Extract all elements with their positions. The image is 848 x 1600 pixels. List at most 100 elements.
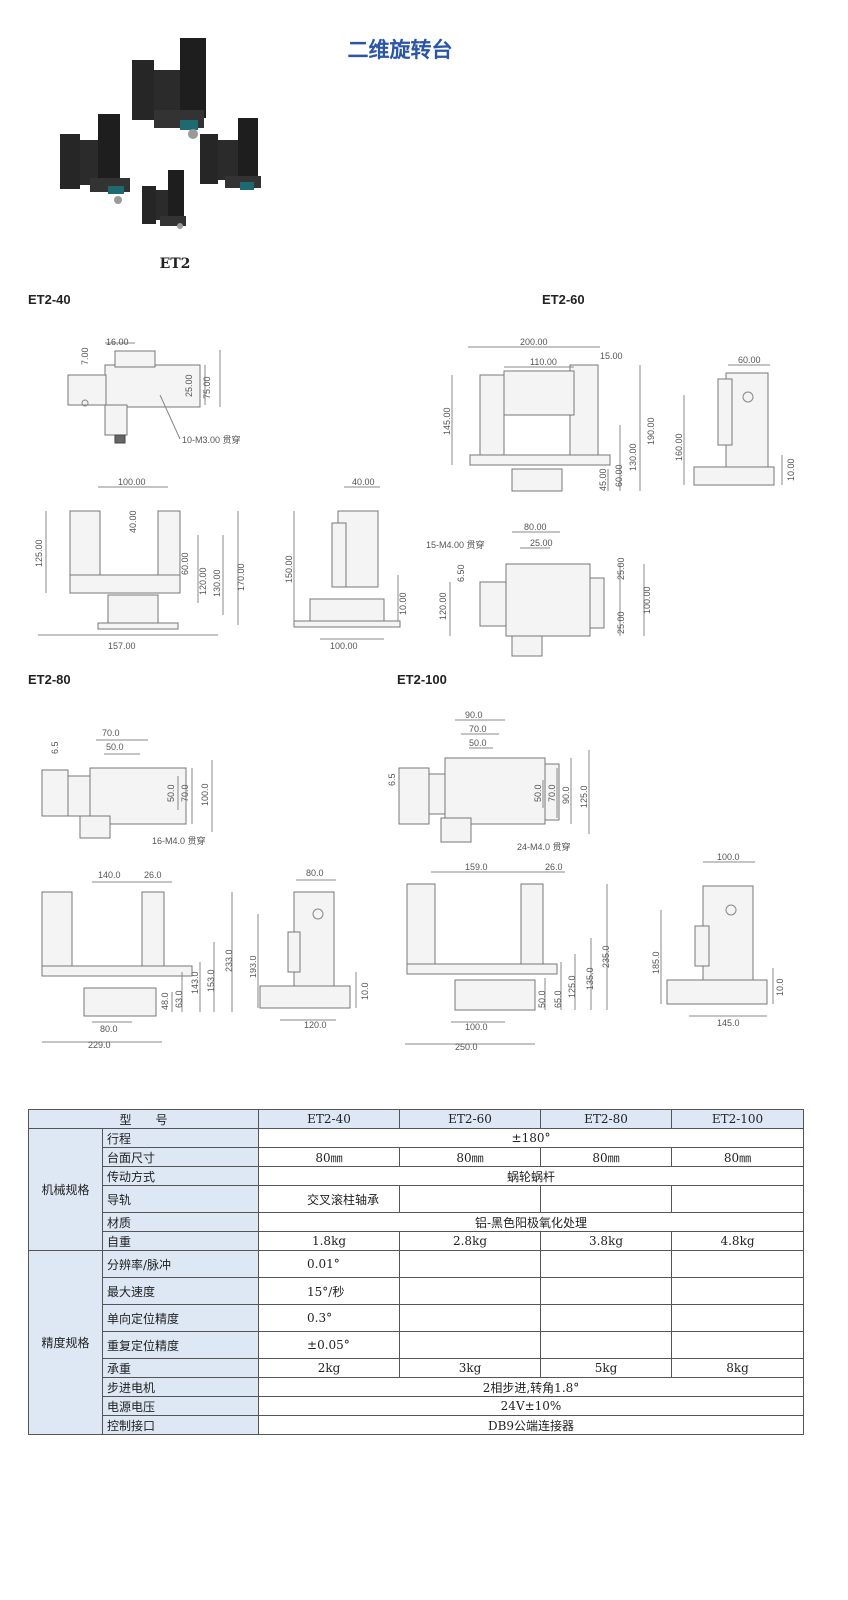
row-label: 控制接口 [101, 1415, 260, 1435]
dim-label: 100.00 [642, 586, 652, 614]
row-label: 材质 [101, 1212, 260, 1232]
table-row: 机械规格 行程 ±180° [28, 1128, 805, 1251]
row-label: 单向定位精度 [101, 1304, 260, 1332]
group-mechanical: 机械规格 [28, 1128, 103, 1251]
page-title: 二维旋转台 [347, 38, 453, 62]
dim-label: 130.00 [212, 569, 222, 597]
cell [540, 1277, 673, 1305]
drawing-et2-40-side: 40.00 150.00 10.00 100.00 [280, 475, 420, 655]
table-row: 材质 铝-黑色阳极氧化处理 [29, 1212, 805, 1232]
group-precision: 精度规格 [28, 1250, 103, 1435]
dim-label: 193.0 [250, 955, 258, 978]
dim-label: 10.00 [398, 592, 408, 615]
dim-label: 125.00 [34, 539, 44, 567]
stage-small [142, 170, 186, 229]
dim-label: 75.00 [202, 376, 212, 399]
dim-label: 135.0 [585, 967, 595, 990]
cell [540, 1185, 673, 1213]
row-label: 导轨 [101, 1185, 260, 1213]
dim-label: 233.0 [224, 949, 234, 972]
dim-label: 70.0 [547, 784, 557, 802]
table-row: 精度规格 分辨率/脉冲 0.01° [28, 1250, 805, 1435]
table-row: 最大速度 15°/秒 [29, 1277, 805, 1305]
dim-label: 120.00 [198, 567, 208, 595]
dim-label: 45.00 [598, 468, 608, 491]
table-row: 台面尺寸 80㎜ 80㎜ 80㎜ 80㎜ [29, 1147, 805, 1167]
dim-label: 235.0 [601, 945, 611, 968]
cell: 80㎜ [540, 1147, 673, 1167]
model-heading-et2-100: ET2-100 [397, 672, 447, 687]
dim-label: 26.0 [144, 870, 162, 880]
dim-label: 16.00 [106, 337, 129, 347]
table-row: 步进电机 2相步进,转角1.8° [29, 1377, 805, 1397]
table-row: 控制接口 DB9公端连接器 [29, 1415, 805, 1435]
row-label: 步进电机 [101, 1377, 260, 1397]
cell: ±0.05° [258, 1331, 401, 1359]
table-row: 重复定位精度 ±0.05° [29, 1331, 805, 1359]
cell: 铝-黑色阳极氧化处理 [258, 1212, 805, 1232]
row-label: 电源电压 [101, 1396, 260, 1416]
dim-label: 143.0 [190, 971, 200, 994]
dim-label: 130.00 [628, 443, 638, 471]
product-label: ET2 [159, 256, 191, 272]
row-label: 承重 [101, 1358, 260, 1378]
cell [540, 1331, 673, 1359]
dim-label: 100.00 [330, 641, 358, 651]
header-et2-100: ET2-100 [671, 1109, 805, 1129]
cell: ±180° [258, 1128, 805, 1148]
stage-right [200, 118, 261, 190]
drawing-et2-80-front: 140.0 26.0 233.0 153.0 143.0 63.0 48.0 8… [32, 862, 252, 1052]
cell [399, 1277, 542, 1305]
dim-label: 10.0 [360, 982, 370, 1000]
cell [399, 1185, 542, 1213]
dim-label: 90.0 [561, 786, 571, 804]
header-model: 型 号 [27, 1109, 260, 1129]
cell: 2kg [258, 1358, 401, 1378]
cell: 4.8kg [671, 1231, 805, 1251]
dim-label: 25.00 [184, 374, 194, 397]
dim-label: 26.0 [545, 862, 563, 872]
table-row: 导轨 交叉滚柱轴承 [29, 1185, 805, 1213]
dim-label: 120.00 [438, 592, 448, 620]
dim-label: 145.0 [717, 1018, 740, 1028]
dim-label: 110.00 [530, 357, 557, 367]
dim-note: 24-M4.0 贯穿 [517, 841, 571, 852]
dim-label: 15.00 [600, 351, 623, 361]
spec-table: 型 号 ET2-40 ET2-60 ET2-80 ET2-100 机械规格 行程… [27, 1109, 805, 1435]
stage-left [60, 114, 130, 204]
header-et2-60: ET2-60 [399, 1109, 542, 1129]
cell [399, 1250, 542, 1278]
dim-label: 250.0 [455, 1042, 478, 1052]
cell: 蜗轮蜗杆 [258, 1166, 805, 1186]
model-heading-et2-60: ET2-60 [542, 292, 585, 307]
row-label: 台面尺寸 [101, 1147, 260, 1167]
table-row: 承重 2kg 3kg 5kg 8kg [29, 1358, 805, 1378]
dim-label: 125.0 [567, 975, 577, 998]
dim-label: 159.0 [465, 862, 488, 872]
cell: 1.8kg [258, 1231, 401, 1251]
dim-label: 160.00 [674, 433, 684, 461]
cell [399, 1304, 542, 1332]
table-row: 电源电压 24V±10% [29, 1396, 805, 1416]
dim-label: 200.00 [520, 337, 548, 347]
drawing-et2-100-top: 90.0 70.0 50.0 6.5 50.0 70.0 90.0 125.0 … [385, 710, 605, 855]
drawing-et2-60-side: 60.00 160.00 10.00 [670, 345, 810, 505]
dim-label: 145.00 [442, 407, 452, 435]
cell: 5kg [540, 1358, 673, 1378]
cell [540, 1250, 673, 1278]
cell: 80㎜ [671, 1147, 805, 1167]
dim-label: 50.0 [106, 742, 124, 752]
dim-label: 153.0 [206, 969, 216, 992]
cell: 24V±10% [258, 1396, 805, 1416]
dim-label: 60.00 [738, 355, 761, 365]
drawing-et2-60-top: 80.00 25.00 6.50 120.00 25.00 100.00 25.… [420, 520, 660, 660]
dim-label: 10.00 [786, 458, 796, 481]
cell [671, 1185, 805, 1213]
drawing-et2-100-front: 159.0 26.0 235.0 135.0 125.0 65.0 50.0 1… [395, 858, 625, 1053]
table-header-row: 型 号 ET2-40 ET2-60 ET2-80 ET2-100 [27, 1109, 805, 1129]
drawing-et2-100-side: 100.0 185.0 10.0 145.0 [645, 850, 795, 1035]
dim-label: 50.0 [533, 784, 543, 802]
row-label: 最大速度 [101, 1277, 260, 1305]
dim-label: 150.00 [284, 555, 294, 583]
dim-label: 50.0 [166, 784, 176, 802]
